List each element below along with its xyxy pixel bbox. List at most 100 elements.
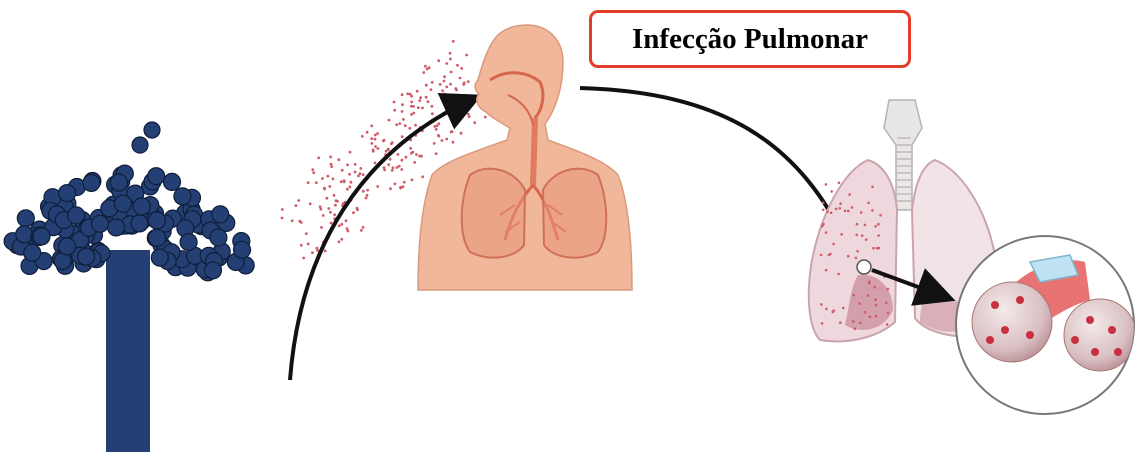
conidium bbox=[212, 206, 229, 223]
spore bbox=[388, 119, 391, 122]
infection-spot bbox=[842, 307, 845, 310]
spore bbox=[401, 103, 404, 106]
spore bbox=[484, 116, 487, 119]
alveolus-left bbox=[972, 282, 1052, 362]
spore bbox=[413, 161, 416, 164]
spore bbox=[426, 68, 429, 71]
spore bbox=[415, 153, 418, 156]
spore bbox=[366, 189, 369, 192]
conidium bbox=[78, 248, 95, 265]
spore bbox=[383, 166, 386, 169]
spore bbox=[445, 86, 448, 89]
infection-spot bbox=[868, 282, 871, 285]
spore bbox=[329, 211, 332, 214]
spore bbox=[362, 173, 365, 176]
infection-spot bbox=[821, 322, 824, 325]
spore bbox=[356, 208, 359, 211]
spore bbox=[443, 80, 446, 83]
spore bbox=[425, 84, 428, 87]
spore bbox=[473, 121, 476, 124]
infection-spot bbox=[839, 321, 842, 324]
spore bbox=[321, 177, 324, 180]
spore bbox=[307, 181, 310, 184]
spore bbox=[305, 232, 308, 235]
spore bbox=[307, 243, 310, 246]
conidium bbox=[115, 195, 132, 212]
spore bbox=[389, 187, 392, 190]
conidium bbox=[59, 238, 76, 255]
spore bbox=[443, 75, 446, 78]
spore bbox=[389, 158, 392, 161]
infection-spot bbox=[847, 210, 850, 213]
infection-spot bbox=[825, 269, 828, 272]
spore bbox=[370, 125, 373, 128]
spore bbox=[366, 131, 369, 134]
infection-site-marker bbox=[857, 260, 871, 274]
spore bbox=[401, 110, 404, 113]
infection-spot bbox=[877, 234, 880, 237]
conidium bbox=[148, 168, 165, 185]
alveolus-spot bbox=[986, 336, 994, 344]
spore bbox=[362, 190, 365, 193]
spore bbox=[330, 163, 333, 166]
spore bbox=[433, 142, 436, 145]
spore bbox=[456, 101, 459, 104]
infection-spot bbox=[867, 202, 870, 205]
spore bbox=[319, 208, 322, 211]
spore bbox=[374, 138, 377, 141]
infection-spot bbox=[864, 224, 867, 227]
spore bbox=[333, 194, 336, 197]
spore bbox=[406, 92, 409, 95]
spore bbox=[394, 183, 397, 186]
spore bbox=[459, 77, 462, 80]
spore bbox=[324, 250, 327, 253]
infection-spot bbox=[851, 206, 854, 209]
spore bbox=[374, 134, 377, 137]
infection-spot bbox=[839, 207, 842, 210]
spore bbox=[302, 257, 305, 260]
spore bbox=[327, 175, 330, 178]
conidium bbox=[16, 226, 33, 243]
conidium bbox=[133, 198, 150, 215]
spore bbox=[354, 163, 357, 166]
spore bbox=[345, 219, 348, 222]
spore bbox=[391, 169, 394, 172]
spore bbox=[312, 171, 315, 174]
spore bbox=[387, 163, 390, 166]
spore bbox=[467, 80, 470, 83]
conidium bbox=[144, 122, 160, 138]
spore bbox=[372, 149, 375, 152]
spore bbox=[393, 109, 396, 112]
spore bbox=[449, 52, 452, 55]
spore bbox=[340, 180, 343, 183]
conidium bbox=[83, 174, 100, 191]
spore bbox=[437, 122, 440, 125]
spore bbox=[452, 141, 455, 144]
spore bbox=[427, 100, 430, 103]
conidium bbox=[174, 188, 191, 205]
conidium bbox=[110, 174, 127, 191]
spore bbox=[405, 156, 408, 159]
infection-spot bbox=[855, 257, 858, 260]
infection-spot bbox=[873, 286, 876, 289]
spore bbox=[408, 127, 411, 130]
infection-spot bbox=[886, 323, 889, 326]
conidium bbox=[33, 228, 50, 245]
infection-spot bbox=[855, 234, 858, 237]
alveolus-right bbox=[1064, 299, 1136, 371]
spore bbox=[431, 105, 434, 108]
spore bbox=[445, 62, 448, 65]
infection-spot bbox=[877, 223, 880, 226]
spore bbox=[463, 81, 466, 84]
spore bbox=[281, 217, 284, 220]
spore bbox=[349, 151, 352, 154]
infection-spot bbox=[820, 303, 823, 306]
spore bbox=[457, 116, 460, 119]
conidium bbox=[205, 262, 222, 279]
spore bbox=[462, 108, 465, 111]
spore bbox=[435, 128, 438, 131]
infection-spot bbox=[852, 320, 855, 323]
infection-spot bbox=[825, 308, 828, 311]
spore bbox=[452, 40, 455, 43]
spore bbox=[409, 147, 412, 150]
